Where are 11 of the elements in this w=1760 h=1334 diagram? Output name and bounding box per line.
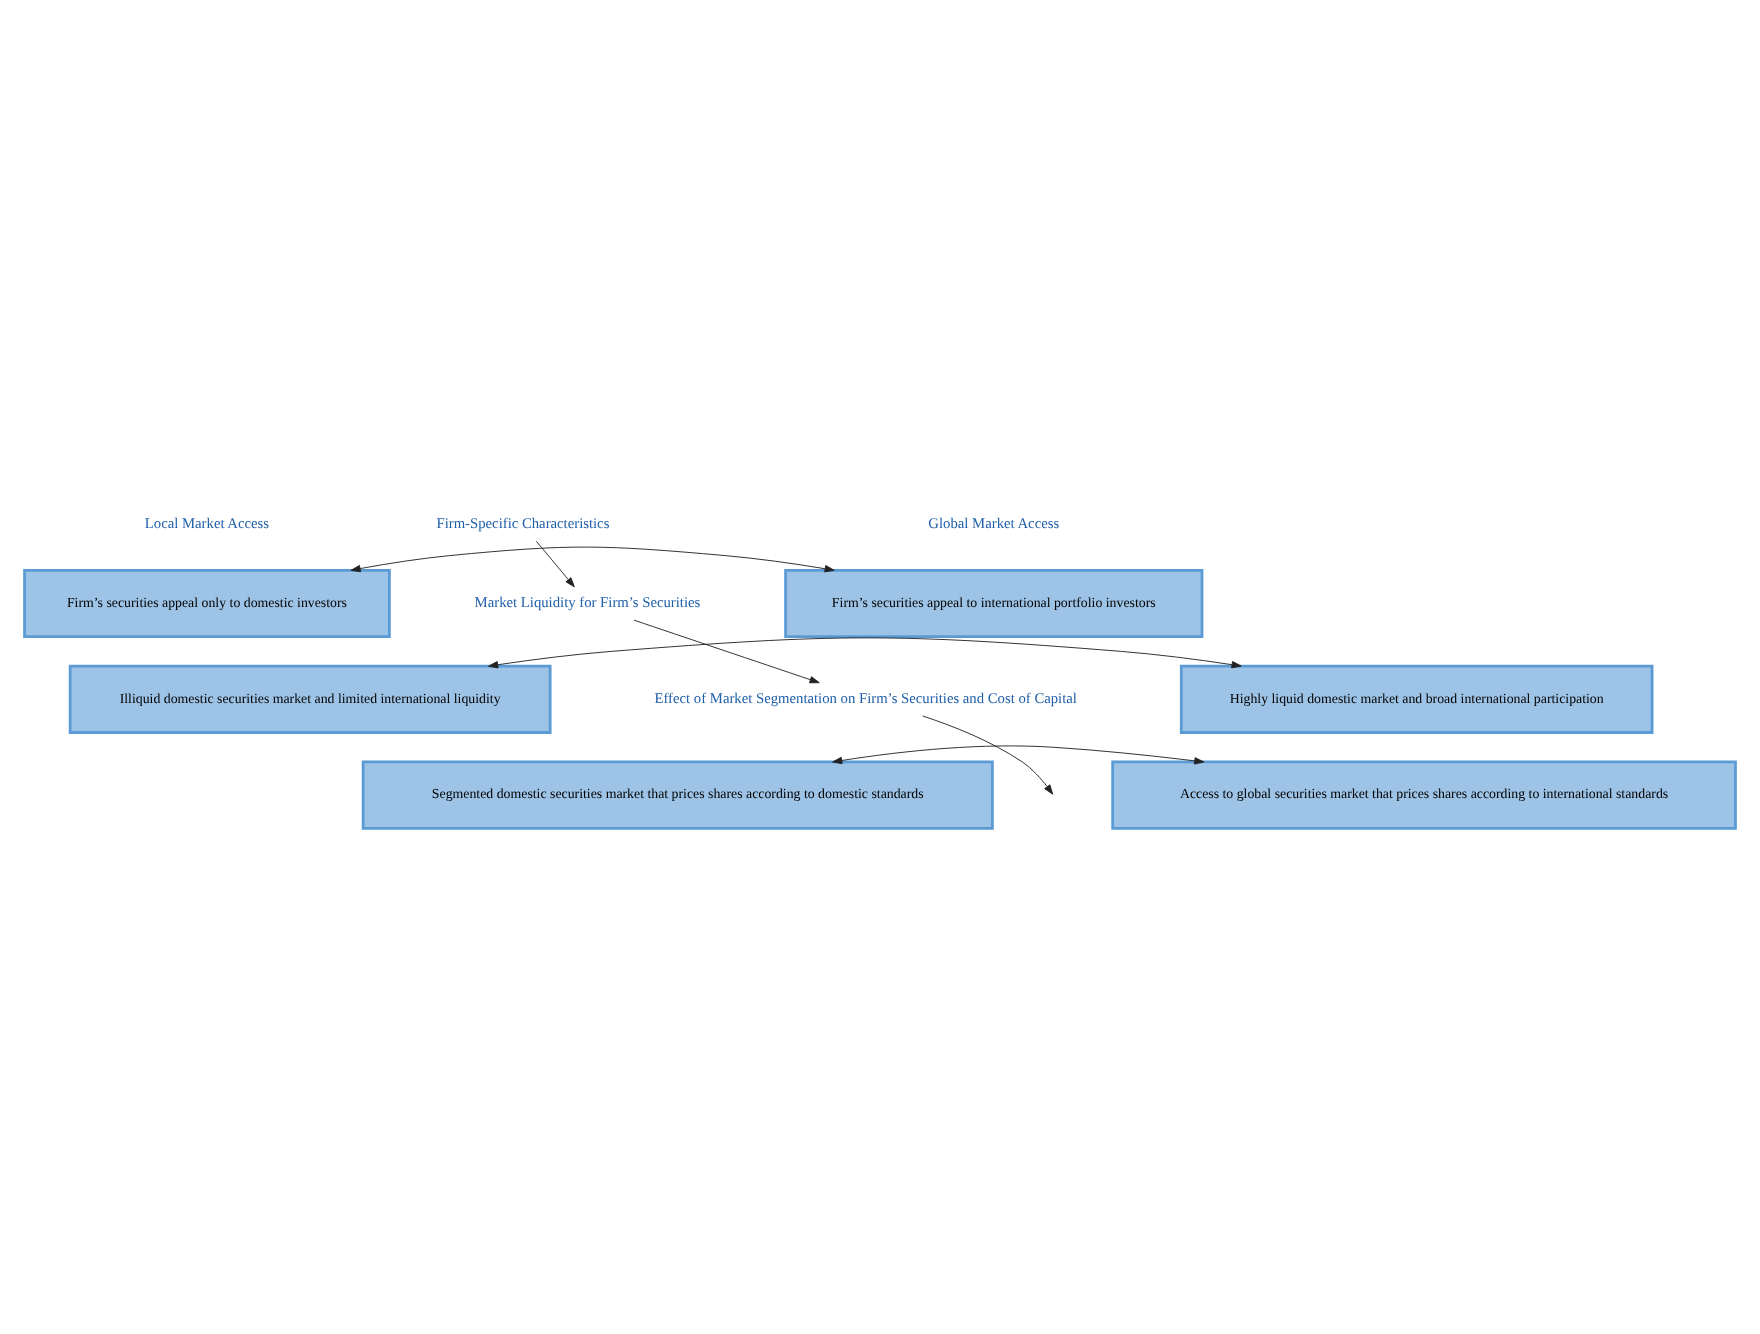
node-text: Firm-Specific Characteristics xyxy=(436,512,610,531)
arrow xyxy=(535,539,575,587)
node-text: Effect of Market Segmentation on Firm’s Securities and Cost of Capital xyxy=(654,687,1077,706)
label: Local Market Access xyxy=(144,512,270,531)
arrow xyxy=(350,545,835,572)
arrow xyxy=(832,744,1205,764)
label: Global Market Access xyxy=(928,512,1060,531)
arrow xyxy=(922,714,1054,794)
arrow xyxy=(633,618,820,683)
arrow xyxy=(488,636,1242,668)
node-text: Market Liquidity for Firm’s Securities xyxy=(474,592,701,611)
